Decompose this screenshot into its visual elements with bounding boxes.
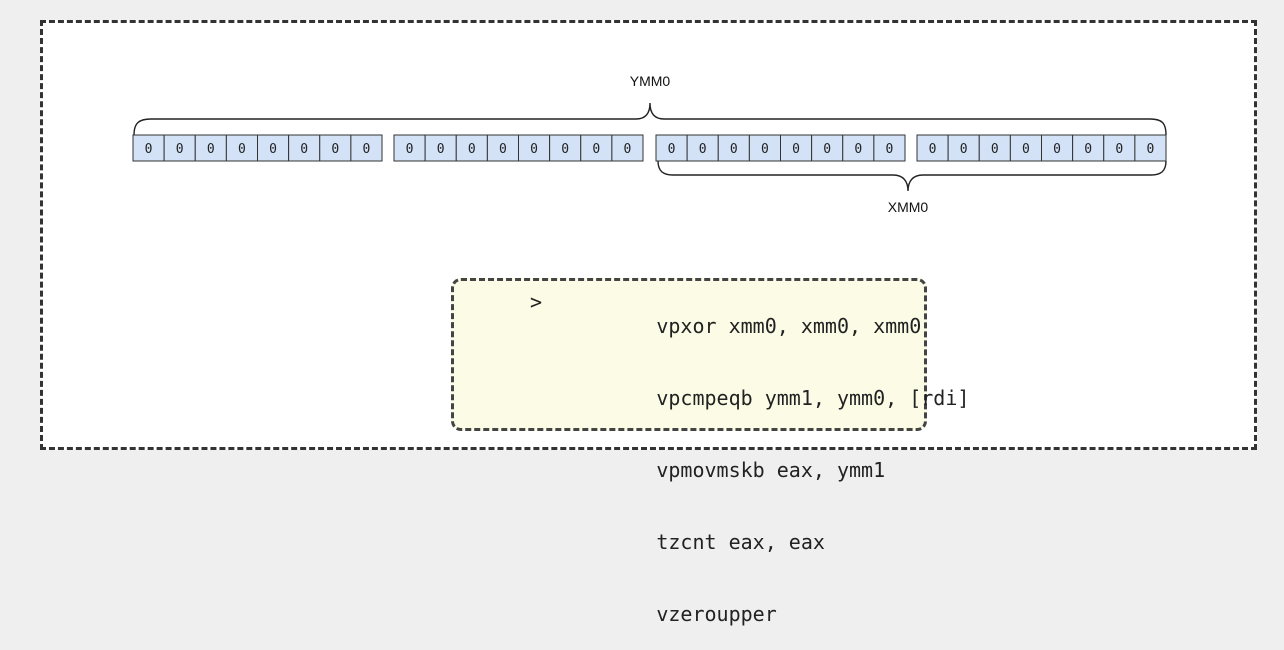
byte-cell-value: 0 — [238, 142, 246, 157]
byte-cell-value: 0 — [1084, 142, 1092, 157]
byte-cell-value: 0 — [363, 142, 371, 157]
byte-cell — [132, 134, 165, 162]
byte-cell-value: 0 — [730, 142, 738, 157]
byte-cell — [350, 134, 383, 162]
byte-cell — [257, 134, 290, 162]
byte-cell-value: 0 — [468, 142, 476, 157]
byte-cell — [811, 134, 844, 162]
byte-cell-value: 0 — [561, 142, 569, 157]
byte-cell — [1041, 134, 1074, 162]
byte-cell-value: 0 — [792, 142, 800, 157]
byte-cell-value: 0 — [300, 142, 308, 157]
byte-cell — [1134, 134, 1167, 162]
byte-cell-value: 0 — [886, 142, 894, 157]
byte-cell-value: 0 — [823, 142, 831, 157]
byte-cell-value: 0 — [761, 142, 769, 157]
xmm0-label: XMM0 — [888, 199, 929, 215]
byte-cell — [916, 134, 949, 162]
byte-cell — [549, 134, 582, 162]
byte-cell — [842, 134, 875, 162]
byte-cell — [1103, 134, 1136, 162]
byte-cell — [486, 134, 520, 162]
byte-cell — [655, 134, 688, 162]
byte-cell — [424, 134, 457, 162]
byte-cell — [748, 134, 782, 162]
code-line-text: vpcmpeqb ymm1, ymm0, [rdi] — [656, 386, 970, 410]
byte-cell — [780, 134, 813, 162]
code-line-text: vpmovmskb eax, ymm1 — [656, 458, 886, 482]
code-box: > vpxor xmm0, xmm0, xmm0 vpcmpeqb ymm1, y… — [451, 278, 969, 626]
code-line-text: vzeroupper — [656, 602, 777, 626]
byte-cell — [288, 134, 321, 162]
byte-cell — [717, 134, 750, 162]
byte-cell — [1009, 134, 1043, 162]
byte-cell-value: 0 — [592, 142, 600, 157]
byte-cell — [873, 134, 906, 162]
byte-cell-value: 0 — [929, 142, 937, 157]
code-line: vpcmpeqb ymm1, ymm0, [rdi] — [530, 362, 969, 434]
ymm0-label: YMM0 — [630, 73, 671, 89]
byte-cell-value: 0 — [499, 142, 507, 157]
byte-cell-value: 0 — [624, 142, 632, 157]
byte-cell — [393, 134, 426, 162]
code-line: > vpxor xmm0, xmm0, xmm0 — [530, 290, 969, 362]
byte-cell-value: 0 — [1022, 142, 1030, 157]
byte-cell-value: 0 — [991, 142, 999, 157]
byte-cell-value: 0 — [530, 142, 538, 157]
ymm0-brace — [133, 102, 1167, 136]
code-listing: > vpxor xmm0, xmm0, xmm0 vpcmpeqb ymm1, y… — [530, 290, 969, 650]
byte-cell-value: 0 — [960, 142, 968, 157]
code-line-text: tzcnt eax, eax — [656, 530, 825, 554]
byte-cell — [611, 134, 644, 162]
byte-cell-value: 0 — [1147, 142, 1155, 157]
byte-cell-value: 0 — [406, 142, 414, 157]
byte-cell — [163, 134, 196, 162]
xmm0-brace — [657, 160, 1167, 192]
byte-cell-value: 0 — [1115, 142, 1123, 157]
byte-cell — [319, 134, 352, 162]
byte-cell-value: 0 — [668, 142, 676, 157]
byte-cells: 0 0 0 0 0 0 0 0 0 0 0 0 0 0 0 0 0 0 0 0 0 0 0 0 0 0 0 0 0 0 0 0 — [132, 134, 1167, 162]
byte-cell-value: 0 — [437, 142, 445, 157]
byte-cell-value: 0 — [854, 142, 862, 157]
code-line: tzcnt eax, eax — [530, 506, 969, 578]
code-line: vzeroupper — [530, 578, 969, 650]
byte-cell-value: 0 — [1053, 142, 1061, 157]
code-line-text: vpxor xmm0, xmm0, xmm0 — [656, 314, 922, 338]
byte-cell — [194, 134, 227, 162]
byte-cell — [978, 134, 1011, 162]
byte-cell — [518, 134, 551, 162]
code-line: vpmovmskb eax, ymm1 — [530, 434, 969, 506]
byte-cell-value: 0 — [699, 142, 707, 157]
byte-cell-value: 0 — [331, 142, 339, 157]
byte-cell-value: 0 — [145, 142, 153, 157]
byte-cell-value: 0 — [207, 142, 215, 157]
byte-cell-value: 0 — [269, 142, 277, 157]
byte-cell-value: 0 — [176, 142, 184, 157]
current-line-marker: > — [530, 290, 543, 314]
